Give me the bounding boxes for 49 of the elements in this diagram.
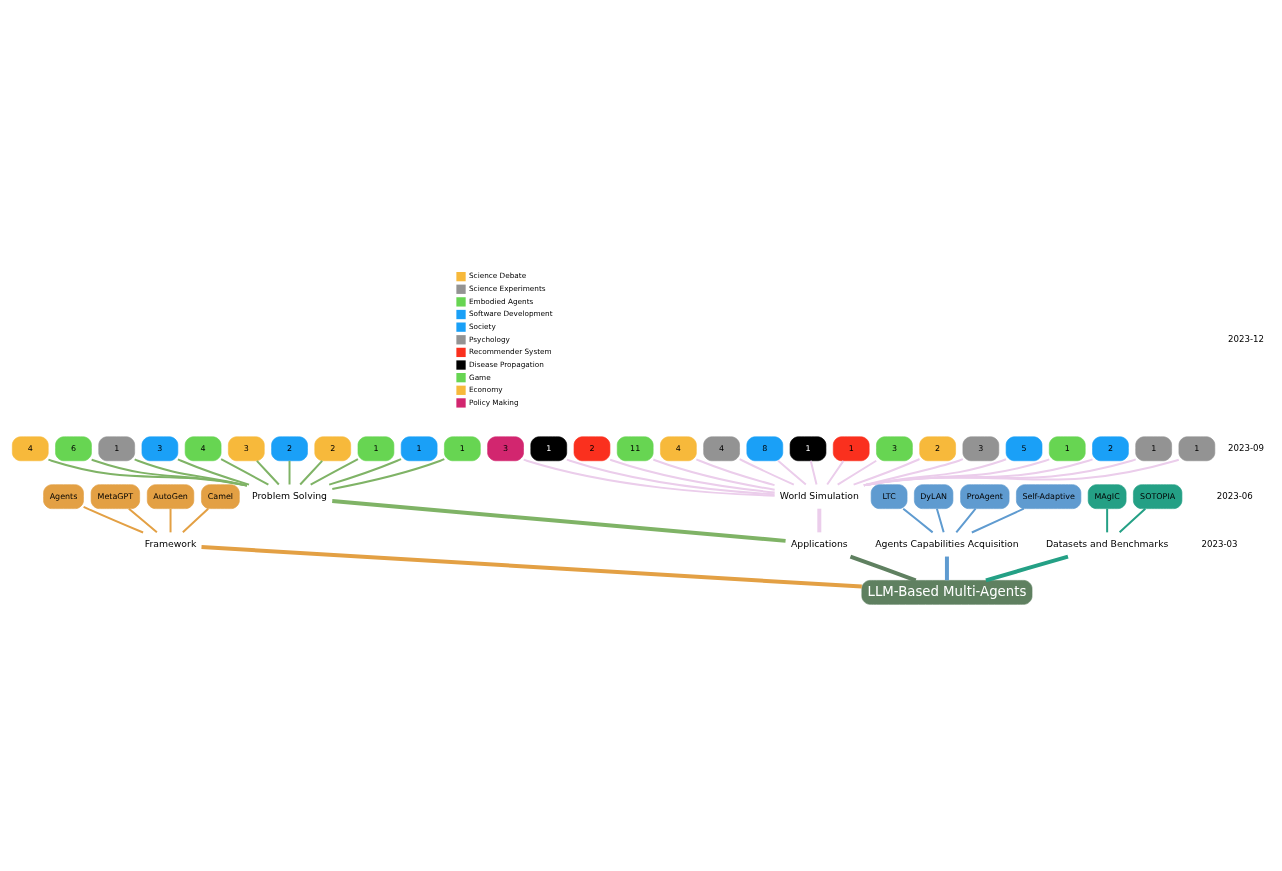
connector xyxy=(809,459,818,486)
node-text: Datasets and Benchmarks xyxy=(1045,537,1169,549)
connector xyxy=(852,458,921,486)
node-text: Agents Capabilities Acquisition xyxy=(875,537,1019,549)
connector xyxy=(944,556,949,581)
connector xyxy=(695,458,776,487)
connector xyxy=(955,507,977,534)
connector xyxy=(565,458,776,496)
label: 2023-09 xyxy=(1228,443,1265,454)
node-box: LLM-Based Multi-Agents xyxy=(861,580,1033,605)
label: 2023-03 xyxy=(1201,538,1238,549)
connector xyxy=(902,507,934,534)
connector xyxy=(985,554,1069,583)
connector xyxy=(1106,507,1109,534)
label: 2023-06 xyxy=(1216,490,1253,501)
connector xyxy=(826,459,845,486)
connector xyxy=(970,507,1025,534)
connector xyxy=(652,458,776,491)
connector xyxy=(133,458,248,487)
connector xyxy=(609,458,776,494)
connector xyxy=(176,458,251,486)
connector xyxy=(522,458,776,497)
node-text: World Simulation xyxy=(779,490,859,502)
connector xyxy=(328,458,403,486)
connector xyxy=(201,545,862,589)
connector xyxy=(169,507,172,534)
connector xyxy=(935,507,945,534)
connector xyxy=(777,459,807,486)
connector xyxy=(738,458,795,486)
connector xyxy=(82,505,145,534)
node-text: Problem Solving xyxy=(252,490,328,502)
connector xyxy=(288,459,291,486)
connector xyxy=(331,458,446,490)
label: 2023-12 xyxy=(1228,334,1265,345)
connector xyxy=(181,507,210,534)
connector xyxy=(220,458,270,486)
connector xyxy=(127,507,158,534)
connector xyxy=(849,554,917,583)
connector xyxy=(332,499,786,543)
node-text: Applications xyxy=(790,537,848,549)
connector xyxy=(90,458,248,487)
connector xyxy=(299,459,324,486)
connector xyxy=(817,508,822,533)
connector xyxy=(836,459,878,486)
node-text: Framework xyxy=(144,537,197,549)
connector xyxy=(255,459,280,486)
connector xyxy=(1118,507,1147,534)
connector xyxy=(47,458,248,487)
connector xyxy=(309,458,359,486)
